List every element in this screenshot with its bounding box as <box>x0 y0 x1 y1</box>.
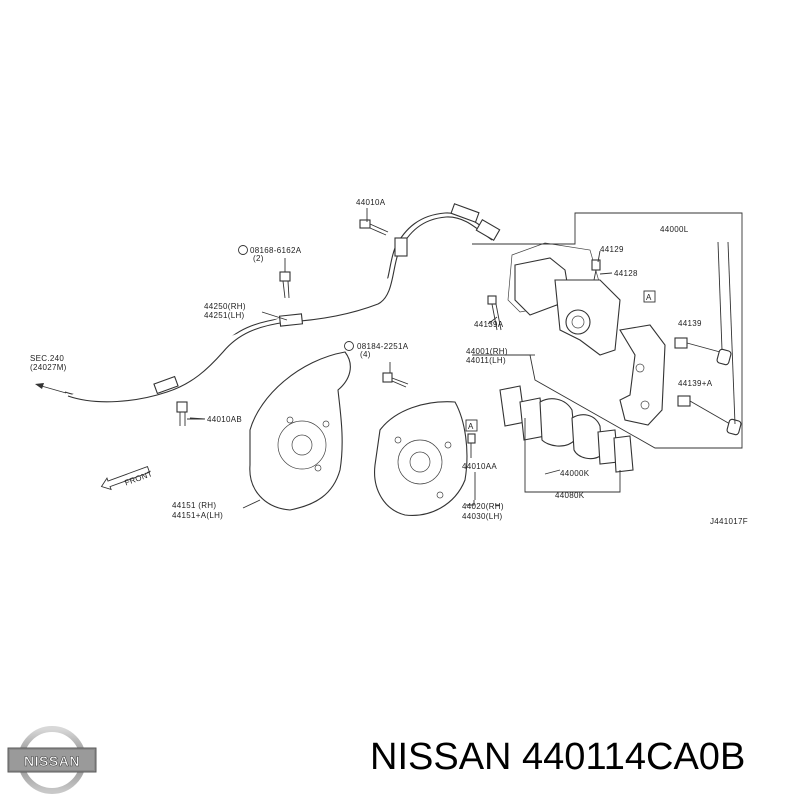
logo-text: NISSAN <box>24 753 80 769</box>
label-44139plusA: 44139+A <box>678 379 713 388</box>
label-44020: 44020(RH) <box>462 502 504 511</box>
front-arrow <box>100 466 151 491</box>
label-44010A: 44010A <box>356 198 386 207</box>
label-sec240: SEC.240 <box>30 354 64 363</box>
label-44139: 44139 <box>678 319 702 328</box>
pin-44139plusA <box>677 395 742 436</box>
dust-shield <box>249 351 351 511</box>
caliper-bracket <box>374 401 468 516</box>
label-44000L: 44000L <box>660 225 689 234</box>
label-44010AA: 44010AA <box>462 462 497 471</box>
label-sec240-ref: (24027M) <box>30 363 67 372</box>
label-44251: 44251(LH) <box>204 311 245 320</box>
bolt-44010AA <box>467 433 476 458</box>
label-44030: 44030(LH) <box>462 512 503 521</box>
callout-lines <box>189 208 743 509</box>
label-44151A: 44151+A(LH) <box>172 511 223 520</box>
label-44151: 44151 (RH) <box>172 501 216 510</box>
label-44001: 44001(RH) <box>466 347 508 356</box>
label-front: FRONT <box>123 469 153 487</box>
bolt-44010A <box>359 219 389 236</box>
bolt-44139A <box>487 295 502 331</box>
label-44129: 44129 <box>600 245 624 254</box>
nissan-logo: NISSAN <box>7 726 97 794</box>
bleeder-44128 <box>591 259 601 281</box>
brake-hose <box>64 203 501 403</box>
label-mark-a-1: A <box>646 293 652 302</box>
mark-a-box-1 <box>643 290 656 303</box>
label-08184: 08184-2251A <box>357 342 409 351</box>
guide-rods <box>717 241 736 425</box>
part-number-caption: NISSAN 440114CA0B <box>370 736 746 778</box>
label-44011: 44011(LH) <box>466 356 506 365</box>
label-code: J441017F <box>710 517 748 526</box>
bolt-08168 <box>279 271 291 299</box>
caliper-assembly <box>507 242 666 426</box>
label-44250: 44250(RH) <box>204 302 246 311</box>
label-44010AB: 44010AB <box>207 415 242 424</box>
label-08168: 08168-6162A <box>250 246 302 255</box>
pin-44139 <box>674 337 732 366</box>
label-08168-qty: (2) <box>253 254 264 263</box>
mark-a-box-2 <box>465 419 478 432</box>
label-44128: 44128 <box>614 269 638 278</box>
sec240-arrow <box>35 383 67 394</box>
circle-mark-2 <box>344 341 354 351</box>
bolt-08184 <box>382 372 409 388</box>
circle-mark-1 <box>238 245 248 255</box>
brake-pads <box>499 385 634 473</box>
label-44139A: 44139A <box>474 320 504 329</box>
label-mark-a-2: A <box>468 422 474 431</box>
label-08184-qty: (4) <box>360 350 371 359</box>
bolt-44010AB <box>176 401 204 426</box>
label-44000K: 44000K <box>560 469 590 478</box>
label-44080K: 44080K <box>555 491 585 500</box>
